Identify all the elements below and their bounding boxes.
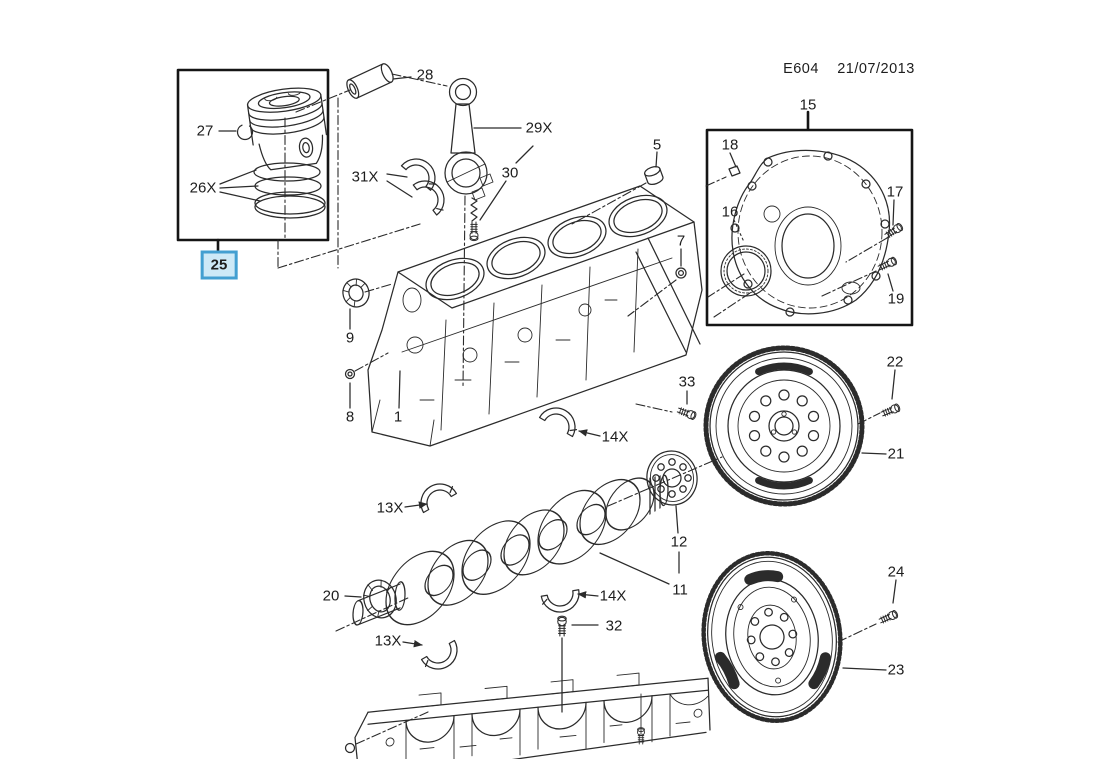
part-label-20: 20 — [322, 587, 340, 605]
bolt-19-drawing — [876, 255, 899, 273]
seal-20-drawing — [362, 579, 397, 619]
flexplate-23-drawing — [701, 551, 843, 723]
rear-cover-box — [705, 110, 914, 327]
part-label-30: 30 — [501, 164, 519, 182]
connecting-rod-drawing — [444, 77, 494, 201]
bedplate-bolt-drawing — [637, 693, 645, 745]
part-label-1: 1 — [393, 408, 403, 426]
crankshaft-drawing — [352, 474, 669, 626]
circlip-27-drawing — [236, 123, 254, 141]
flywheel-21-drawing — [703, 345, 865, 507]
piston-rings-26x-drawing — [253, 162, 326, 219]
rod-bearing-shells-31x-drawing — [400, 150, 453, 216]
bottom-left-bolt-drawing — [344, 742, 356, 754]
leader-lines — [218, 76, 897, 671]
part-label-18: 18 — [721, 136, 739, 154]
part-label-14x-lower: 14X — [599, 587, 627, 605]
plug-7-drawing — [675, 267, 687, 279]
part-label-13x-lower: 13X — [374, 632, 402, 650]
part-label-16: 16 — [721, 203, 739, 221]
part-label-27: 27 — [196, 122, 214, 140]
part-label-17: 17 — [886, 183, 904, 201]
rear-cover-plate-drawing — [730, 149, 891, 317]
part-label-23: 23 — [887, 661, 905, 679]
part-label-24: 24 — [887, 563, 905, 581]
selected-part-label-25[interactable]: 25 — [200, 250, 238, 280]
part-label-31x: 31X — [351, 168, 379, 186]
part-label-33: 33 — [678, 373, 696, 391]
piston-pin-drawing — [346, 63, 394, 99]
part-label-9: 9 — [345, 329, 355, 347]
plug-5-drawing — [644, 166, 664, 186]
part-label-26x: 26X — [189, 179, 217, 197]
bolt-32-drawing — [557, 615, 567, 713]
piston-drawing — [246, 87, 328, 171]
bolt-17-drawing — [883, 221, 905, 240]
plug-8-drawing — [344, 368, 356, 380]
part-label-14x-upper: 14X — [601, 428, 629, 446]
part-label-22: 22 — [886, 353, 904, 371]
bolt-33-drawing — [676, 405, 698, 421]
part-label-8: 8 — [345, 408, 355, 426]
part-label-5: 5 — [652, 136, 662, 154]
bolt-30-drawing — [469, 197, 479, 242]
part-label-21: 21 — [887, 445, 905, 463]
part-label-19: 19 — [887, 290, 905, 308]
clip-18-drawing — [728, 165, 741, 177]
seal-9-drawing — [342, 278, 370, 308]
part-label-13x-upper: 13X — [376, 499, 404, 517]
engine-block-drawing — [367, 185, 703, 447]
seal-16-drawing — [720, 245, 772, 297]
part-label-29x: 29X — [525, 119, 553, 137]
bolt-24-drawing — [877, 609, 900, 626]
alignment-lines — [277, 73, 888, 745]
part-label-11: 11 — [672, 581, 688, 599]
bolt-22-drawing — [880, 402, 902, 419]
part-label-28: 28 — [416, 66, 434, 84]
drawing-code: E604 — [783, 60, 819, 77]
part-label-12: 12 — [670, 533, 688, 551]
part-label-15: 15 — [799, 96, 817, 114]
drive-disc-12-drawing — [646, 450, 698, 506]
part-label-32: 32 — [605, 617, 623, 635]
drawing-date: 21/07/2013 — [837, 60, 915, 77]
part-label-7: 7 — [676, 232, 686, 250]
bedplate-drawing — [354, 672, 711, 759]
piston-assembly-box — [176, 68, 330, 252]
